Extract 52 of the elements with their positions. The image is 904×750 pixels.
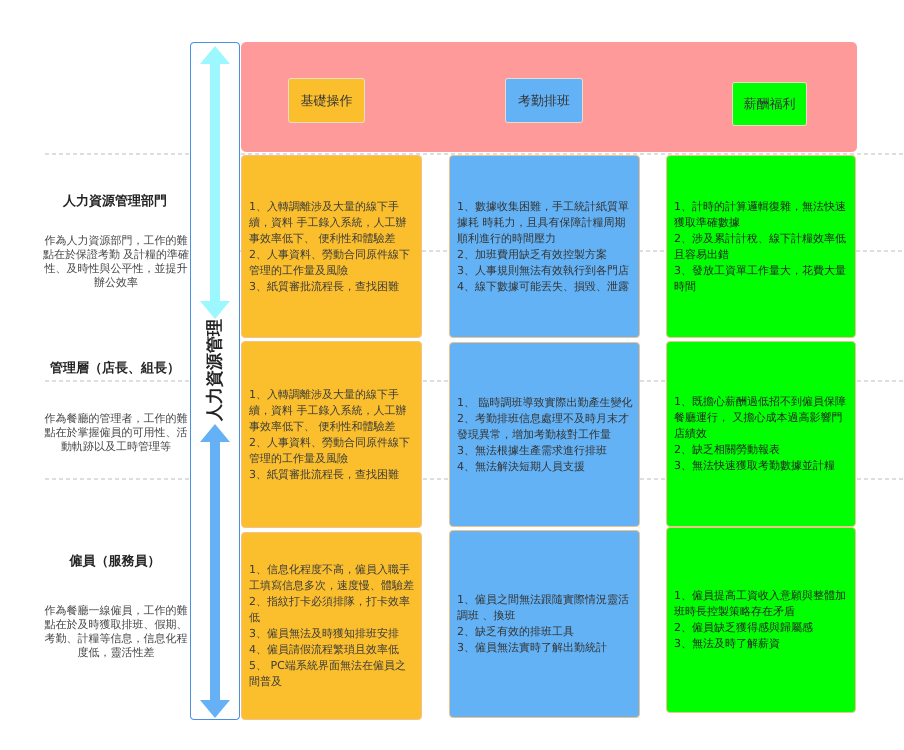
column-header: 基礎操作 bbox=[288, 78, 365, 123]
pain-point-card bbox=[449, 530, 640, 718]
pain-point-card bbox=[241, 532, 422, 720]
pain-point-card bbox=[241, 155, 422, 338]
pain-point-text: 1、數據收集困難，手工統計紙質單據耗 時耗力，且具有保障計糧周期順利進行的時間壓力 bbox=[457, 198, 630, 246]
pain-point-text: 1、入轉調離涉及大量的線下手續，資料 手工錄入系統，人工辦事效率低下、 便利性和體驗差 bbox=[249, 386, 408, 434]
row-heading: 人力資源管理部門 bbox=[62, 193, 168, 211]
pain-point-text: 2、人事資料、勞動合同原件線下管理的工作量及風險 bbox=[249, 246, 411, 278]
pain-point-text: 3、紙質審批流程長，查找困難 bbox=[249, 466, 400, 482]
pain-point-text: 2、指紋打卡必須排隊，打卡效率低 bbox=[249, 594, 411, 626]
pain-point-text: 5、 PC端系統界面無法在僱員之間普及 bbox=[249, 658, 407, 690]
pain-point-text: 2、涉及累計計稅、線下計糧效率低且容易出錯 bbox=[674, 230, 847, 262]
pain-point-text: 3、無法及時了解薪資 bbox=[674, 636, 781, 652]
pain-point-text: 3、僱員無法實時了解出勤統計 bbox=[457, 640, 608, 656]
pain-point-text: 3、無法根據生產需求進行排班 bbox=[457, 442, 608, 458]
vertical-title: 人力資源管理 bbox=[205, 319, 225, 421]
pain-point-text: 1、入轉調離涉及大量的線下手續，資料 手工錄入系統，人工辦事效率低下、 便利性和體驗差 bbox=[249, 198, 408, 246]
pain-point-card bbox=[666, 155, 856, 338]
row-heading: 管理層（店長、組長） bbox=[49, 360, 181, 378]
pain-point-text: 4、線下數據可能丟失、損毀、泄露 bbox=[457, 278, 630, 294]
pain-point-card bbox=[449, 155, 640, 338]
pain-point-text: 4、無法解決短期人員支援 bbox=[457, 458, 586, 474]
row-description: 作為餐廳的管理者，工作的難點在於掌握僱員的可用性、活動軌跡以及工時管理等 bbox=[44, 412, 188, 454]
pain-point-card bbox=[241, 341, 422, 528]
pain-point-text: 1、信息化程度不高，僱員入職手工填寫信息多次，速度慢、體驗差 bbox=[249, 562, 415, 594]
row-description: 作為人力資源部門，工作的難點在於保證考勤 及計糧的準確性、及時性與公平性，並提升辦公效率 bbox=[42, 234, 190, 290]
pain-point-text: 1、 臨時調班導致實際出勤產生變化 bbox=[457, 394, 633, 410]
pain-point-text: 3、人事規則無法有效執行到各門店 bbox=[457, 262, 630, 278]
pain-point-text: 1、計時的計算邏輯復雜，無法快速獲取準確數據 bbox=[674, 198, 847, 230]
pain-point-text: 3、紙質審批流程長，查找困難 bbox=[249, 278, 400, 294]
pain-point-card bbox=[666, 341, 856, 527]
pain-point-text: 2、僱員缺乏獲得感與歸屬感 bbox=[674, 620, 814, 636]
pain-point-text: 3、無法快速獲取考勤數據並計糧 bbox=[674, 458, 836, 474]
column-header: 薪酬福利 bbox=[732, 82, 807, 126]
pain-point-text: 2、加班費用缺乏有效控製方案 bbox=[457, 246, 608, 262]
pain-point-text: 2、缺乏有效的排班工具 bbox=[457, 624, 575, 640]
row-description: 作為餐廳一線僱員，工作的難點在於及時獲取排班、假期、考勤、計糧等信息，信息化程度低，靈活性差 bbox=[44, 604, 188, 660]
header-band bbox=[241, 42, 857, 152]
column-header: 考勤排班 bbox=[505, 78, 583, 123]
side-panel bbox=[190, 42, 240, 720]
pain-point-card bbox=[449, 342, 640, 527]
pain-point-text: 3、僱員無法及時獲知排班安排 bbox=[249, 626, 400, 642]
row-heading: 僱員（服務員） bbox=[68, 553, 162, 571]
pain-point-text: 2、考勤排班信息處理不及時月末才發現異常，增加考勤核對工作量 bbox=[457, 410, 630, 442]
pain-point-text: 2、人事資料、勞動合同原件線下管理的工作量及風險 bbox=[249, 434, 411, 466]
pain-point-text: 1、僱員之間無法跟隨實際情況靈活調班 、換班 bbox=[457, 592, 630, 624]
pain-point-text: 1、僱員提高工資收入意願與整體加班時長控製策略存在矛盾 bbox=[674, 588, 847, 620]
pain-point-text: 1、既擔心薪酬過低招不到僱員保障餐廳運行， 又擔心成本過高影響門店績效 bbox=[674, 394, 847, 442]
pain-point-text: 3、發放工資單工作量大，花費大量時間 bbox=[674, 262, 847, 294]
pain-point-card bbox=[666, 527, 856, 713]
pain-point-text: 4、僱員請假流程繁瑣且效率低 bbox=[249, 642, 400, 658]
pain-point-text: 2、缺乏相關勞動報表 bbox=[674, 442, 781, 458]
